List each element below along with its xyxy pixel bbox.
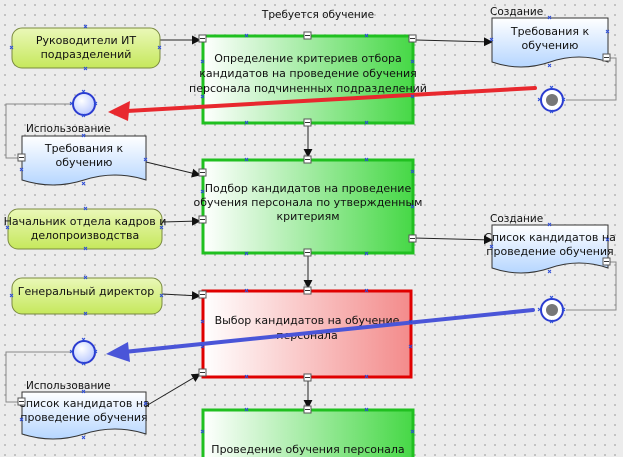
target-circle-icon[interactable] [540, 88, 564, 112]
process-conduct-training[interactable]: Проведение обучения персонала [201, 408, 415, 457]
actor-it-heads[interactable]: Руководители ИТ подразделений [11, 27, 161, 69]
process-select-candidates-criteria-line2: обучения персонала по утвержденным [194, 196, 423, 209]
blue-highlight-arrow [106, 308, 535, 362]
actor-hr-head[interactable]: Начальник отдела кадров и делопроизводст… [4, 208, 167, 250]
actor-it-heads-line2: подразделений [41, 48, 132, 61]
caption-creation-2: Создание [490, 213, 543, 225]
document-candidate-list-output[interactable]: Список кандидатов на проведение обучения [484, 224, 616, 274]
red-highlight-arrow [108, 86, 537, 121]
actor-director[interactable]: Генеральный директор [11, 277, 163, 315]
document-candidate-list-output-line1: Список кандидатов на [484, 231, 616, 244]
caption-required-training: Требуется обучение [261, 9, 374, 21]
process-choose-candidates-line1: Выбор кандидатов на обучение [215, 314, 400, 327]
caption-usage-1: Использование [26, 123, 111, 135]
process-define-criteria-line1: Определение критериев отбора [214, 52, 402, 65]
document-requirements-input[interactable]: Требования к обучению [21, 135, 147, 186]
process-define-criteria-line2: кандидатов на проведение обучения [199, 67, 417, 80]
process-define-criteria[interactable]: Определение критериев отбора кандидатов … [189, 34, 427, 125]
hollow-circle-icon[interactable] [72, 92, 96, 116]
process-conduct-training-line1: Проведение обучения персонала [211, 443, 404, 456]
actor-hr-head-line1: Начальник отдела кадров и [4, 215, 167, 228]
actor-director-label: Генеральный директор [18, 285, 154, 298]
anchor-markers [5, 15, 610, 440]
target-circle-icon[interactable] [540, 298, 564, 322]
process-select-candidates-criteria[interactable]: Подбор кандидатов на проведение обучения… [194, 158, 423, 255]
document-candidate-list-input-line2: проведение обучения [20, 411, 147, 424]
document-requirements-input-line2: обучению [56, 156, 113, 169]
document-requirements-output[interactable]: Требования к обучению [491, 17, 609, 68]
document-candidate-list-output-line2: проведение обучения [486, 245, 613, 258]
process-select-candidates-criteria-line1: Подбор кандидатов на проведение [205, 182, 412, 195]
actor-it-heads-line1: Руководители ИТ [36, 34, 137, 47]
hollow-circle-icon[interactable] [72, 340, 96, 364]
process-select-candidates-criteria-line3: критериям [277, 210, 340, 223]
caption-usage-2: Использование [26, 380, 111, 392]
document-requirements-input-line1: Требования к [44, 142, 124, 155]
document-candidate-list-input-line1: Список кандидатов на [18, 397, 150, 410]
minus-marks [19, 35, 609, 410]
actor-hr-head-line2: делопроизводства [31, 229, 140, 242]
document-requirements-output-line2: обучению [522, 39, 579, 52]
document-requirements-output-line1: Требования к [510, 25, 590, 38]
process-define-criteria-line3: персонала подчиненных подразделений [189, 82, 427, 95]
caption-creation-1: Создание [490, 6, 543, 18]
document-candidate-list-input[interactable]: Список кандидатов на проведение обучения [18, 391, 150, 440]
connectors [5, 35, 617, 409]
